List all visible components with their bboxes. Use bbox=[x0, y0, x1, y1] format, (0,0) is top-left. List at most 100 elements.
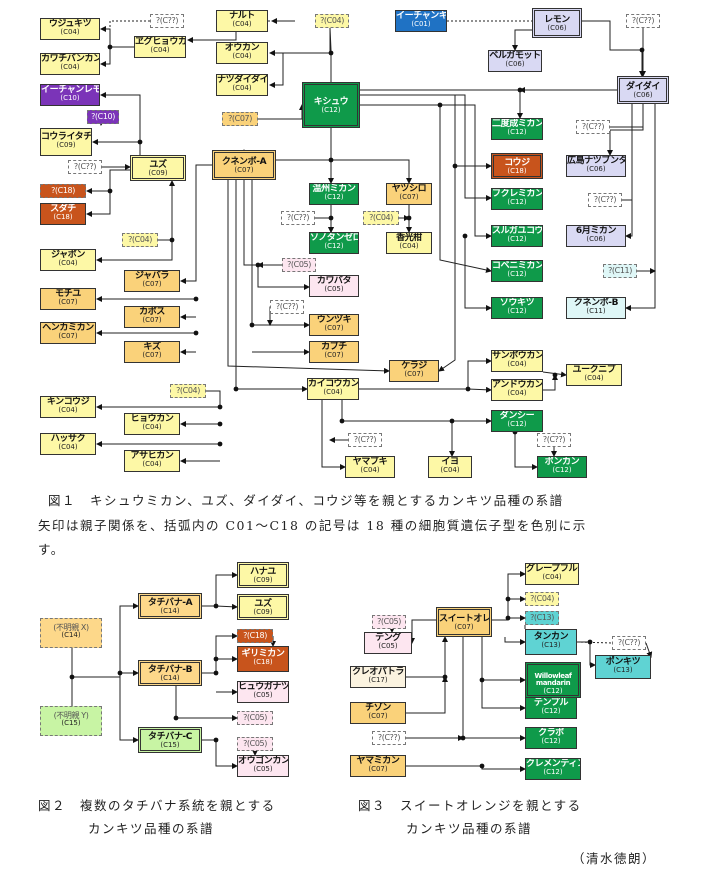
pedigree-link bbox=[100, 26, 134, 48]
node-chison: チゾン(C07) bbox=[350, 702, 406, 724]
node-code: (C07) bbox=[368, 765, 388, 774]
node-henka: ヘンカミカン(C07) bbox=[40, 322, 96, 344]
node-clapo: クラポ(C12) bbox=[525, 727, 577, 749]
node-sanbokan: サンボウカン(C04) bbox=[491, 350, 543, 372]
node-code: (C12) bbox=[552, 466, 572, 475]
node-name: グレープフルーツ bbox=[526, 564, 578, 574]
node-code: (C04) bbox=[542, 573, 562, 582]
node-code: (C06) bbox=[547, 24, 567, 33]
junction-dot bbox=[173, 715, 179, 721]
node-name: ?(C05) bbox=[377, 616, 401, 626]
node-name: ダイダイ bbox=[625, 82, 661, 92]
node-name: (不明親 Y) bbox=[53, 711, 89, 720]
pedigree-link bbox=[462, 637, 526, 741]
pedigree-link bbox=[645, 642, 653, 658]
pedigree-link bbox=[409, 619, 436, 644]
pedigree-link bbox=[269, 52, 316, 88]
node-sono: ソノタンゼロ(C12) bbox=[309, 232, 359, 254]
node-q2_c05a: ?(C05) bbox=[237, 711, 273, 725]
node-code: (C07) bbox=[142, 316, 162, 325]
node-code: (C04) bbox=[232, 52, 252, 61]
node-q3_u2: ?(C??) bbox=[372, 731, 406, 745]
node-kawabata: カワバタ(C05) bbox=[309, 275, 359, 297]
node-hanayu: ハナユ(C09) bbox=[237, 562, 289, 588]
node-name: ?(C??) bbox=[617, 637, 641, 647]
node-name: レモン bbox=[544, 15, 570, 25]
node-kawachi: カワチバンカン(C04) bbox=[40, 53, 100, 75]
node-code: (C12) bbox=[507, 128, 527, 137]
node-name: ?(C04) bbox=[320, 15, 344, 25]
pedigree-link bbox=[625, 104, 656, 311]
node-code: (C14) bbox=[160, 674, 180, 683]
fig3-caption-line2: カンキツ品種の系譜 bbox=[406, 821, 533, 836]
node-kunenbo: クネンボ-A(C07) bbox=[212, 150, 276, 180]
node-hyoukan: ヒョウカン(C04) bbox=[124, 413, 180, 435]
junction-dot bbox=[517, 87, 523, 93]
node-code: (C07) bbox=[58, 332, 78, 341]
node-code: (C07) bbox=[324, 324, 344, 333]
node-egyoku: ヱグヒョウカン(C04) bbox=[134, 36, 186, 58]
node-name: ?(C??) bbox=[73, 161, 97, 171]
node-name: スイートオレンジ bbox=[439, 614, 491, 624]
node-fukuremikan: フクレミカン(C12) bbox=[491, 188, 543, 210]
node-name: カブチ bbox=[321, 342, 347, 352]
node-code: (C13) bbox=[541, 641, 561, 650]
node-name: ヘンカミカン bbox=[42, 323, 94, 333]
node-q_c11: ?(C11) bbox=[603, 264, 637, 278]
node-code: (C18) bbox=[507, 167, 527, 176]
node-name: タチバナ-B bbox=[147, 665, 193, 675]
node-name: クネンボ-A bbox=[221, 157, 267, 167]
node-name: ?(C05) bbox=[287, 259, 311, 269]
junction-dot bbox=[69, 674, 75, 680]
junction-dot bbox=[213, 603, 219, 609]
node-name: ダンシー bbox=[499, 411, 535, 421]
node-asahikan: アサヒカン(C04) bbox=[124, 450, 180, 472]
fig1-caption-line2: 矢印は親子関係を、括弧内の C01～C18 の記号は 18 種の細胞質遺伝子型を… bbox=[38, 518, 587, 533]
node-name: ウンヅキ bbox=[316, 315, 352, 325]
node-name: アンドウカン bbox=[492, 380, 543, 390]
junction-dot bbox=[213, 670, 219, 676]
node-rokugatsu: 6月ミカン(C06) bbox=[566, 225, 626, 247]
node-q3_c13: ?(C13) bbox=[525, 611, 559, 625]
node-name: ギリミカン bbox=[241, 649, 285, 659]
node-name: ?(C10) bbox=[91, 111, 115, 121]
node-code: (C04) bbox=[58, 406, 78, 415]
node-willow: Willowleaf mandarin(C12) bbox=[525, 662, 581, 698]
pedigree-link bbox=[109, 20, 150, 36]
node-code: (C12) bbox=[541, 707, 561, 716]
node-code: (C04) bbox=[440, 466, 460, 475]
junction-dot bbox=[169, 237, 175, 243]
pedigree-link bbox=[360, 94, 492, 201]
node-code: (C05) bbox=[324, 285, 344, 294]
node-q_c04top: ?(C04) bbox=[315, 14, 349, 28]
node-code: (C07) bbox=[368, 712, 388, 721]
node-yuzu2: ユズ(C09) bbox=[237, 594, 289, 620]
node-yatsushiro: ヤツシロ(C07) bbox=[386, 183, 432, 205]
node-code: (C07) bbox=[142, 280, 162, 289]
node-name: テング bbox=[375, 633, 401, 643]
node-name: ポンキツ bbox=[605, 657, 641, 667]
node-clementine: クレメンティン(C12) bbox=[525, 758, 581, 780]
node-jabon: ジャボン(C04) bbox=[40, 249, 96, 271]
node-name: キンコウジ bbox=[46, 397, 90, 407]
node-name: ?(C05) bbox=[243, 738, 267, 748]
node-q_c18: ?(C18) bbox=[40, 184, 86, 198]
node-name: ?(C04) bbox=[369, 212, 393, 222]
node-name: スルガユコウ bbox=[492, 226, 543, 236]
pedigree-link bbox=[202, 739, 238, 769]
node-code: (C05) bbox=[253, 765, 273, 774]
node-name: ?(C04) bbox=[530, 593, 554, 603]
node-daidai: ダイダイ(C06) bbox=[617, 76, 669, 104]
node-name: ヒョウカン bbox=[130, 414, 174, 424]
pedigree-link bbox=[341, 400, 492, 424]
node-q_c04y: ?(C04) bbox=[122, 233, 158, 247]
junction-dot bbox=[587, 639, 593, 645]
node-name: ?(C04) bbox=[128, 234, 152, 244]
pedigree-link bbox=[92, 139, 141, 155]
pedigree-link bbox=[625, 104, 633, 239]
junction-dot bbox=[255, 262, 261, 268]
junction-dot bbox=[117, 670, 123, 676]
junction-dot bbox=[442, 674, 448, 680]
pedigree-link bbox=[329, 27, 332, 82]
node-name: カイコウカン bbox=[308, 379, 359, 389]
